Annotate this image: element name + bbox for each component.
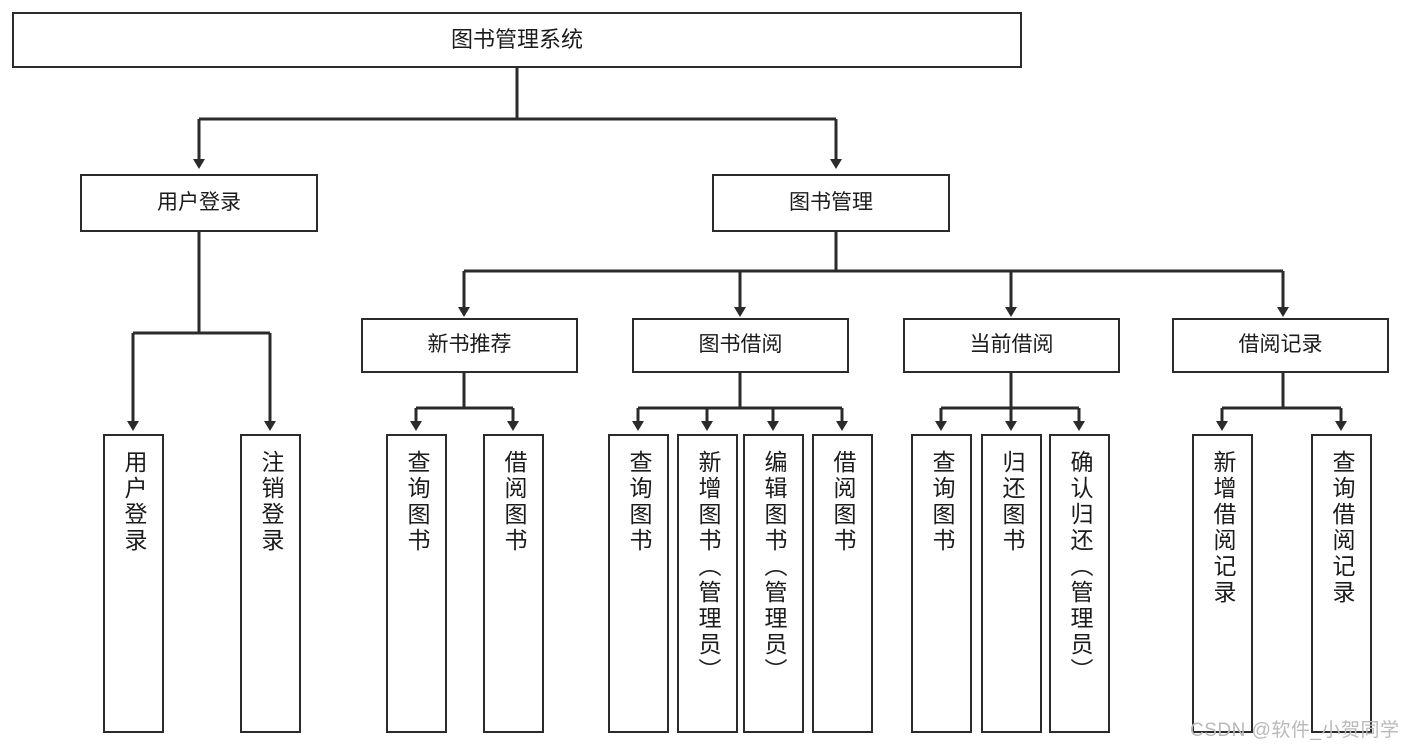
node-new-book-recommend[interactable]: 新书推荐 — [361, 318, 578, 373]
leaf-edit-book-admin[interactable]: 编辑图书（管理员） — [743, 434, 804, 733]
node-book-manage[interactable]: 图书管理 — [712, 174, 950, 232]
node-label: 归还图书 — [999, 450, 1025, 554]
leaf-query-book-current[interactable]: 查询图书 — [911, 434, 972, 733]
leaf-add-borrow-record[interactable]: 新增借阅记录 — [1192, 434, 1253, 733]
node-user-login[interactable]: 用户登录 — [80, 174, 318, 232]
node-label: 查询图书 — [626, 450, 652, 554]
node-label: 新书推荐 — [427, 333, 512, 357]
node-book-borrow[interactable]: 图书借阅 — [632, 318, 849, 373]
node-label: 新增图书（管理员） — [695, 450, 721, 684]
node-label: 图书管理系统 — [450, 27, 583, 53]
leaf-query-book-borrow[interactable]: 查询图书 — [608, 434, 669, 733]
leaf-logout-login[interactable]: 注销登录 — [240, 434, 301, 733]
node-label: 查询图书 — [929, 450, 955, 554]
node-label: 借阅图书 — [830, 450, 856, 554]
node-label: 用户登录 — [121, 450, 147, 554]
node-label: 图书借阅 — [698, 333, 783, 357]
leaf-add-book-admin[interactable]: 新增图书（管理员） — [677, 434, 738, 733]
leaf-borrow-book-recommend[interactable]: 借阅图书 — [483, 434, 544, 733]
leaf-return-book[interactable]: 归还图书 — [981, 434, 1042, 733]
node-borrow-record[interactable]: 借阅记录 — [1172, 318, 1389, 373]
leaf-query-borrow-record[interactable]: 查询借阅记录 — [1311, 434, 1372, 733]
node-label: 当前借阅 — [969, 333, 1054, 357]
node-label: 借阅记录 — [1238, 333, 1323, 357]
node-root-book-management-system[interactable]: 图书管理系统 — [12, 12, 1022, 68]
node-label: 借阅图书 — [501, 450, 527, 554]
leaf-user-login[interactable]: 用户登录 — [103, 434, 164, 733]
node-label: 新增借阅记录 — [1210, 450, 1236, 606]
leaf-confirm-return-admin[interactable]: 确认归还（管理员） — [1049, 434, 1110, 733]
node-label: 注销登录 — [258, 450, 284, 554]
node-label: 用户登录 — [157, 190, 241, 214]
csdn-watermark: CSDN @软件_小贺同学 — [1190, 720, 1400, 741]
leaf-query-book-recommend[interactable]: 查询图书 — [386, 434, 447, 733]
node-current-borrow[interactable]: 当前借阅 — [903, 318, 1120, 373]
node-label: 查询借阅记录 — [1329, 450, 1355, 606]
node-label: 确认归还（管理员） — [1067, 450, 1093, 684]
node-label: 查询图书 — [404, 450, 430, 554]
node-label: 图书管理 — [789, 190, 873, 214]
node-label: 编辑图书（管理员） — [761, 450, 787, 684]
leaf-borrow-book-borrow[interactable]: 借阅图书 — [812, 434, 873, 733]
